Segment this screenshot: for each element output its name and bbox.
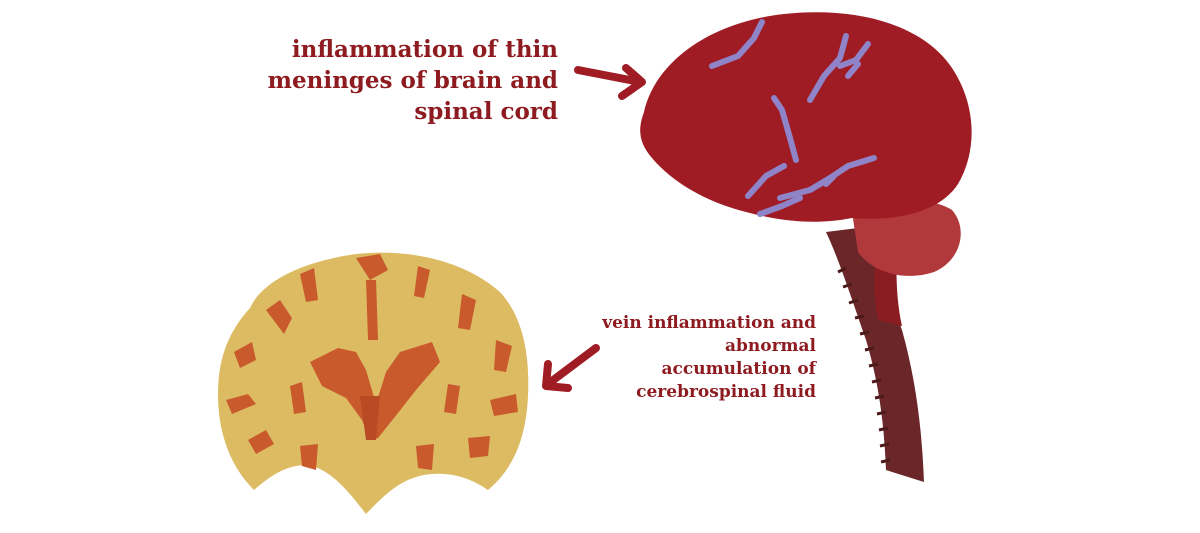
sagittal-brain-illustration bbox=[640, 12, 972, 482]
cerebellum-shape bbox=[852, 199, 961, 276]
meninges-inflammation-label: inflammation of thin meninges of brain a… bbox=[267, 36, 558, 125]
brainstem-shape bbox=[800, 210, 902, 326]
third-ventricle-shape bbox=[360, 396, 380, 440]
vein-inflammation-label: vein inflammation and abnormal accumulat… bbox=[602, 313, 816, 402]
section-outer-shape bbox=[218, 252, 529, 515]
coronal-section-illustration bbox=[218, 252, 529, 515]
brain-veins bbox=[709, 19, 877, 217]
spinal-cord-shape bbox=[826, 228, 924, 482]
vertebrae-ridges bbox=[837, 266, 891, 464]
arrow-to-brain-icon bbox=[574, 64, 646, 100]
section-sulci bbox=[226, 254, 518, 470]
lateral-ventricles-shape bbox=[310, 342, 440, 440]
arrow-to-section-icon bbox=[542, 344, 600, 392]
